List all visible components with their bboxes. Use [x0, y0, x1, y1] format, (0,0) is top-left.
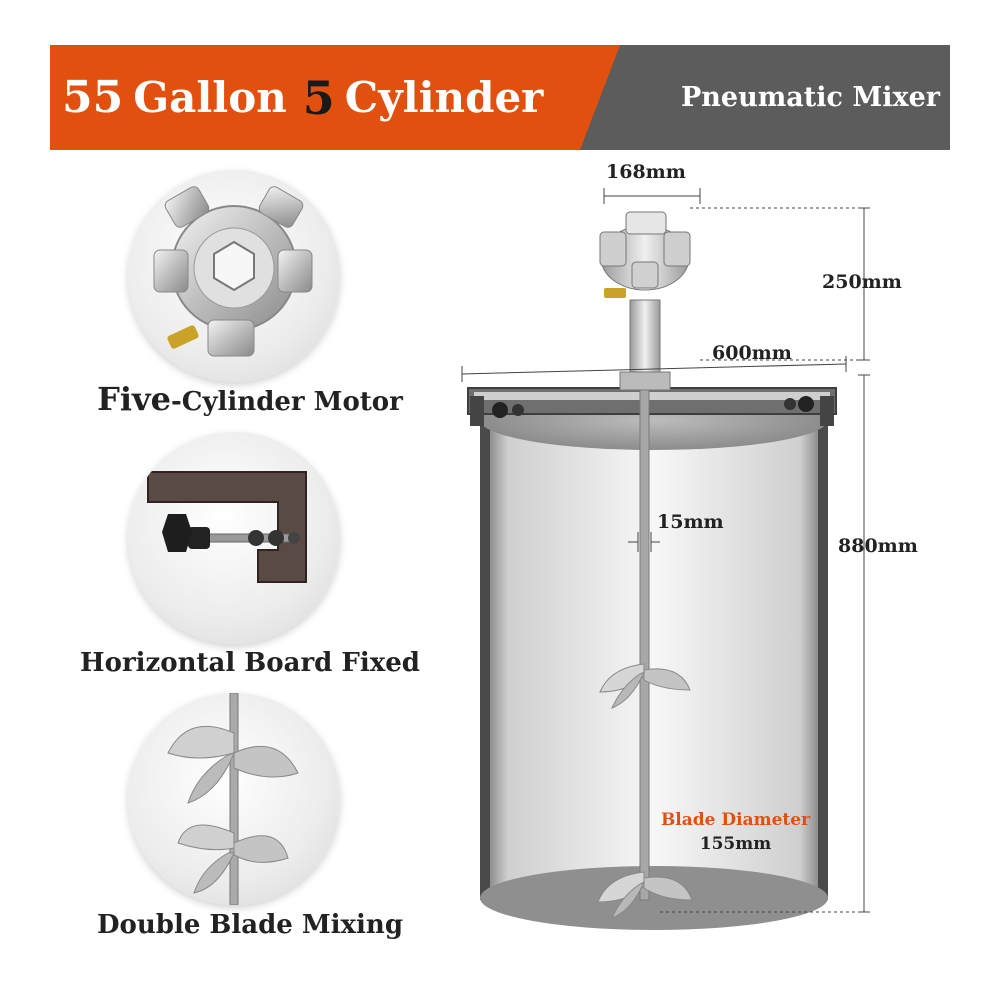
blades-illustration	[167, 693, 299, 905]
barrel-right-edge	[818, 422, 828, 900]
title-banner: 55 Gallon 5 Cylinder Pneumatic Mixer	[50, 45, 950, 150]
banner-gallon: Gallon	[133, 73, 287, 122]
motor-illustration	[153, 186, 313, 357]
feature-label-board: Horizontal Board Fixed	[80, 648, 420, 678]
blade-diameter-note: Blade Diameter 155mm	[648, 808, 823, 856]
barrel	[480, 390, 828, 930]
dimension-lines	[461, 188, 870, 913]
feature-label-motor: Five-Cylinder Motor	[40, 380, 460, 418]
barrel-body	[480, 422, 828, 900]
blade-diameter-title: Blade Diameter	[660, 810, 811, 830]
left-knob-icon	[492, 402, 508, 418]
lower-blade	[597, 871, 693, 919]
air-inlet-fitting	[604, 288, 626, 298]
board-clamp-photo	[128, 432, 340, 644]
dim-board-width: 600mm	[712, 342, 792, 364]
banner-qty: 55	[62, 72, 124, 123]
feature-motor-word-rest: -Cylinder Motor	[170, 387, 403, 417]
banner-main-title: 55 Gallon 5 Cylinder	[50, 45, 620, 150]
dim-barrel-height: 880mm	[838, 535, 918, 557]
blades-closeup-photo	[128, 693, 340, 905]
dim-motor-height: 250mm	[822, 271, 902, 293]
barrel-left-edge	[480, 422, 490, 900]
banner-subtitle-text: Pneumatic Mixer	[680, 82, 940, 113]
motor-neck	[629, 299, 661, 383]
feature-motor-word-big: Five	[97, 380, 171, 418]
right-knob-icon	[798, 396, 814, 412]
dim-motor-width: 168mm	[606, 161, 686, 183]
clamp-illustration	[147, 471, 307, 583]
blade-diameter-value: 155mm	[699, 834, 772, 854]
banner-cylinder: Cylinder	[344, 73, 544, 122]
motor-closeup-photo	[128, 170, 340, 382]
horizontal-board	[467, 387, 837, 426]
upper-blade	[599, 663, 691, 709]
dim-shaft-diameter: 15mm	[657, 511, 724, 533]
barrel-bottom	[480, 866, 828, 930]
air-motor	[599, 211, 691, 391]
feature-label-blades: Double Blade Mixing	[96, 910, 404, 940]
banner-subtitle: Pneumatic Mixer	[580, 45, 950, 150]
banner-five: 5	[302, 70, 335, 125]
